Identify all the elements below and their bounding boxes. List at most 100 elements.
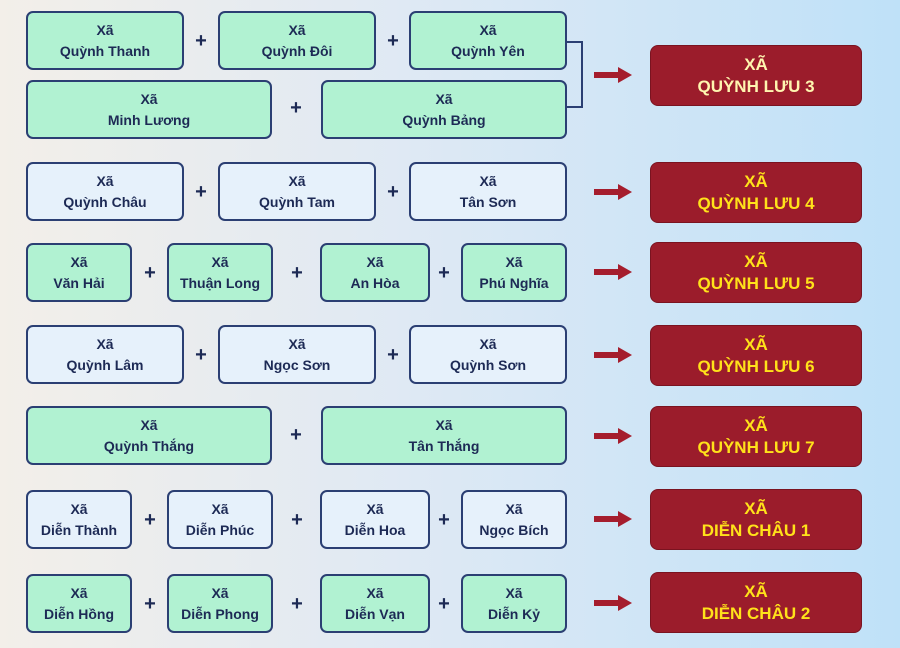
result-prefix: XÃ xyxy=(744,251,768,271)
result-name: DIỄN CHÂU 1 xyxy=(701,520,811,540)
box-name: Quỳnh Đôi xyxy=(261,42,333,59)
result-commune: XÃ QUỲNH LƯU 4 xyxy=(650,162,862,223)
commune-box: Xã Diễn Thành xyxy=(26,490,132,549)
box-prefix: Xã xyxy=(505,253,523,270)
box-name: Quỳnh Sơn xyxy=(449,356,527,373)
result-name: DIỄN CHÂU 2 xyxy=(701,603,811,623)
plus-sign: + xyxy=(387,344,399,366)
box-prefix: Xã xyxy=(96,172,114,189)
plus-sign: + xyxy=(291,262,303,284)
box-prefix: Xã xyxy=(479,21,497,38)
box-name: Diễn Phong xyxy=(181,605,259,622)
result-prefix: XÃ xyxy=(744,171,768,191)
commune-box: Xã Tân Thắng xyxy=(321,406,567,465)
result-name: QUỲNH LƯU 5 xyxy=(697,273,815,293)
result-prefix: XÃ xyxy=(744,415,768,435)
plus-sign: + xyxy=(291,593,303,615)
box-name: Diễn Phúc xyxy=(185,521,255,538)
result-prefix: XÃ xyxy=(744,581,768,601)
box-name: Ngọc Bích xyxy=(479,521,549,538)
box-name: Thuận Long xyxy=(179,274,261,291)
result-prefix: XÃ xyxy=(744,54,768,74)
arrow-right-icon xyxy=(594,184,632,200)
result-commune: XÃ QUỲNH LƯU 7 xyxy=(650,406,862,467)
arrow-right-icon xyxy=(594,428,632,444)
plus-sign: + xyxy=(438,509,450,531)
plus-sign: + xyxy=(195,344,207,366)
plus-sign: + xyxy=(144,593,156,615)
commune-box: Xã Quỳnh Tam xyxy=(218,162,376,221)
result-prefix: XÃ xyxy=(744,334,768,354)
box-prefix: Xã xyxy=(479,172,497,189)
box-prefix: Xã xyxy=(288,172,306,189)
commune-box: Xã Quỳnh Sơn xyxy=(409,325,567,384)
commune-box: Xã Tân Sơn xyxy=(409,162,567,221)
box-prefix: Xã xyxy=(366,253,384,270)
box-name: Quỳnh Tam xyxy=(259,193,335,210)
box-prefix: Xã xyxy=(435,416,453,433)
plus-sign: + xyxy=(144,262,156,284)
box-prefix: Xã xyxy=(70,584,88,601)
commune-box: Xã Thuận Long xyxy=(167,243,273,302)
box-name: Minh Lương xyxy=(107,111,191,128)
result-commune: XÃ QUỲNH LƯU 5 xyxy=(650,242,862,303)
box-name: Diễn Hồng xyxy=(44,605,114,622)
box-name: Diễn Hoa xyxy=(344,521,406,538)
box-prefix: Xã xyxy=(140,90,158,107)
box-name: An Hòa xyxy=(350,274,400,291)
plus-sign: + xyxy=(291,509,303,531)
commune-box: Xã Văn Hải xyxy=(26,243,132,302)
result-commune: XÃ QUỲNH LƯU 3 xyxy=(650,45,862,106)
box-name: Văn Hải xyxy=(53,274,105,291)
box-prefix: Xã xyxy=(211,253,229,270)
commune-box: Xã Diễn Phong xyxy=(167,574,273,633)
result-name: QUỲNH LƯU 7 xyxy=(697,437,815,457)
box-prefix: Xã xyxy=(505,584,523,601)
commune-box: Xã Ngọc Bích xyxy=(461,490,567,549)
box-prefix: Xã xyxy=(505,500,523,517)
commune-box: Xã Quỳnh Lâm xyxy=(26,325,184,384)
plus-sign: + xyxy=(438,262,450,284)
commune-box: Xã Diễn Hồng xyxy=(26,574,132,633)
box-name: Quỳnh Châu xyxy=(63,193,147,210)
commune-box: Xã Phú Nghĩa xyxy=(461,243,567,302)
plus-sign: + xyxy=(144,509,156,531)
result-commune: XÃ DIỄN CHÂU 1 xyxy=(650,489,862,550)
box-prefix: Xã xyxy=(366,584,384,601)
result-name: QUỲNH LƯU 3 xyxy=(697,76,815,96)
box-name: Quỳnh Bảng xyxy=(402,111,486,128)
box-name: Diễn Thành xyxy=(40,521,118,538)
plus-sign: + xyxy=(290,424,302,446)
commune-box: Xã Minh Lương xyxy=(26,80,272,139)
plus-sign: + xyxy=(195,30,207,52)
arrow-right-icon xyxy=(594,595,632,611)
commune-box: Xã Quỳnh Đôi xyxy=(218,11,376,70)
box-name: Quỳnh Lâm xyxy=(66,356,144,373)
plus-sign: + xyxy=(438,593,450,615)
commune-box: Xã Ngọc Sơn xyxy=(218,325,376,384)
box-prefix: Xã xyxy=(70,500,88,517)
box-name: Ngọc Sơn xyxy=(263,356,331,373)
box-name: Quỳnh Thanh xyxy=(59,42,151,59)
commune-box: Xã Diễn Hoa xyxy=(320,490,430,549)
arrow-right-icon xyxy=(594,264,632,280)
result-commune: XÃ QUỲNH LƯU 6 xyxy=(650,325,862,386)
box-prefix: Xã xyxy=(366,500,384,517)
arrow-right-icon xyxy=(594,511,632,527)
result-commune: XÃ DIỄN CHÂU 2 xyxy=(650,572,862,633)
commune-box: Xã Diễn Vạn xyxy=(320,574,430,633)
result-name: QUỲNH LƯU 6 xyxy=(697,356,815,376)
box-name: Phú Nghĩa xyxy=(479,274,549,291)
commune-box: Xã Quỳnh Yên xyxy=(409,11,567,70)
box-prefix: Xã xyxy=(479,335,497,352)
box-prefix: Xã xyxy=(288,335,306,352)
commune-box: Xã Diễn Kỷ xyxy=(461,574,567,633)
commune-box: Xã Quỳnh Châu xyxy=(26,162,184,221)
commune-box: Xã Quỳnh Bảng xyxy=(321,80,567,139)
box-name: Diễn Kỷ xyxy=(487,605,541,622)
box-prefix: Xã xyxy=(288,21,306,38)
box-name: Quỳnh Thắng xyxy=(103,437,195,454)
commune-box: Xã An Hòa xyxy=(320,243,430,302)
box-prefix: Xã xyxy=(96,335,114,352)
box-prefix: Xã xyxy=(435,90,453,107)
